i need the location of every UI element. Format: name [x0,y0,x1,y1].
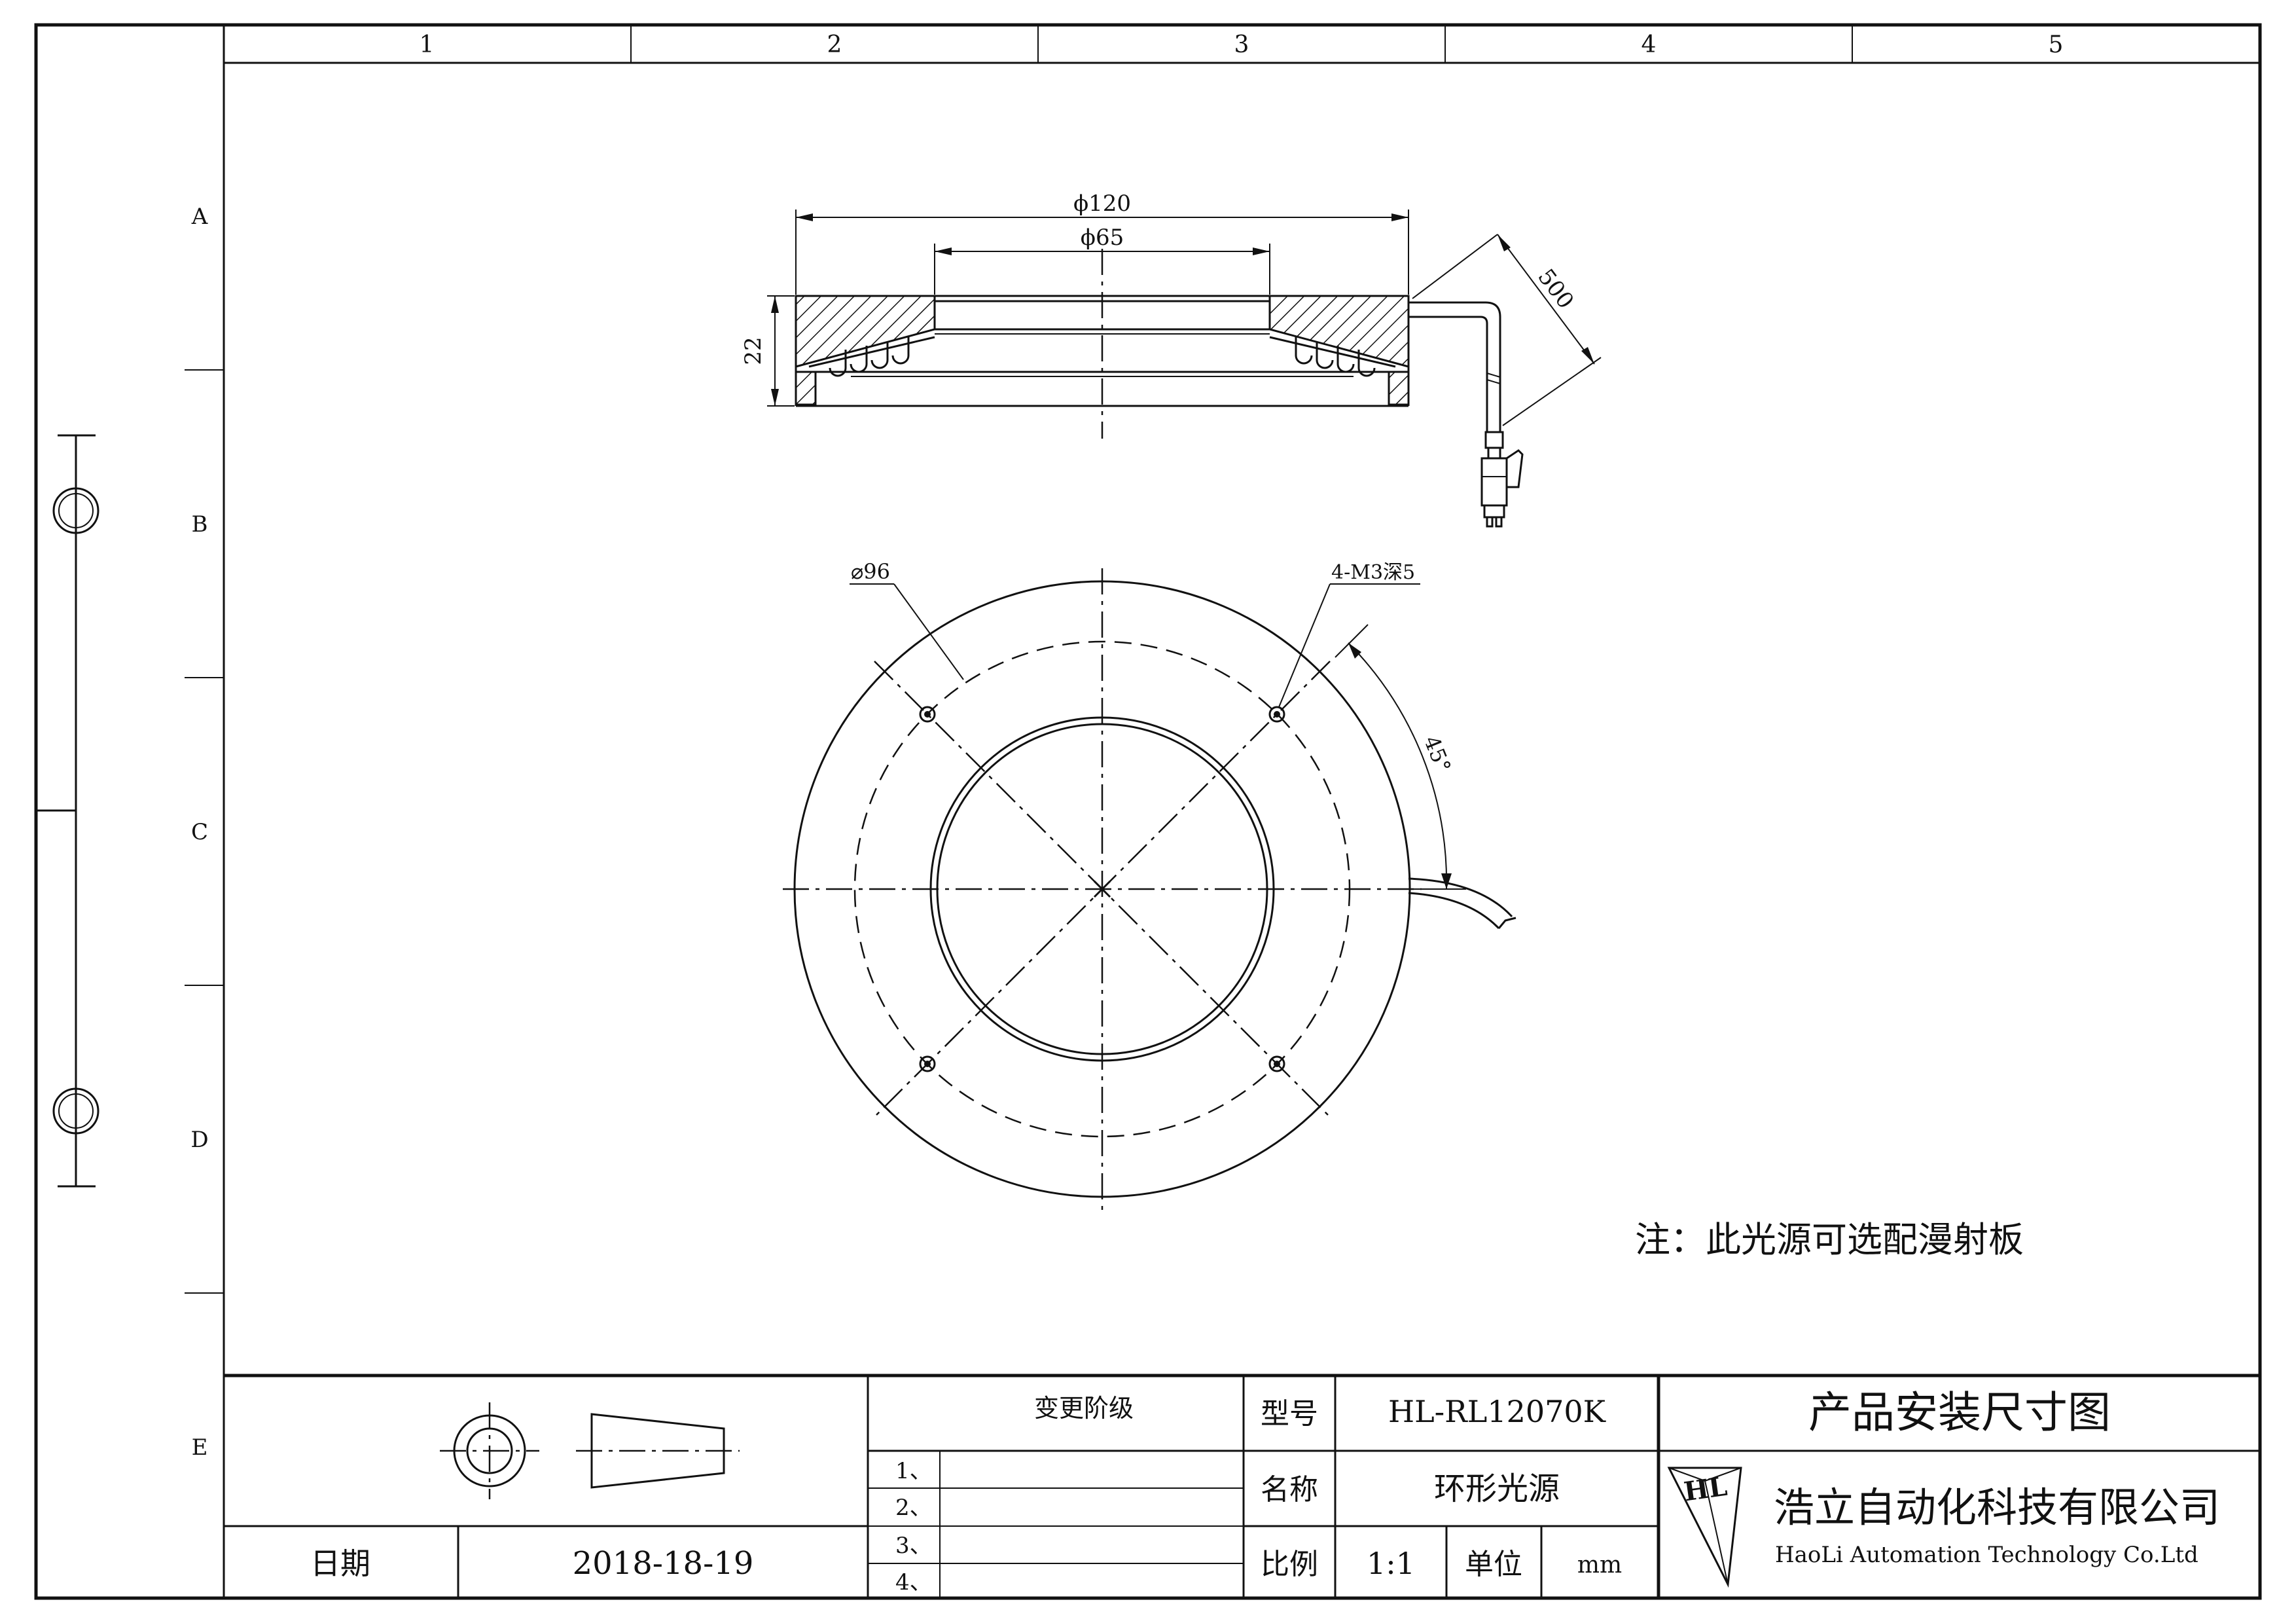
zone-column-strip: 1 2 3 4 5 [223,25,2064,63]
title-block: 变更阶级 1、 2、 3、 4、 型号 HL-RL12070K 名称 环形光源 … [224,1374,2260,1598]
angle-arc [1348,642,1448,890]
zone-row-label: E [192,1434,208,1461]
drawing-title: 产品安装尺寸图 [1808,1387,2111,1438]
mounting-hole [1268,706,1285,723]
company-name-en: HaoLi Automation Technology Co.Ltd [1775,1542,2198,1568]
revision-row-label: 4、 [895,1569,932,1596]
date-label: 日期 [310,1546,370,1581]
unit-label: 单位 [1465,1548,1522,1581]
hole-circle-dimension: ⌀96 [851,559,890,584]
height-dimension: 22 [740,337,766,365]
left-section-hatch [795,295,936,368]
outer-diameter-dimension: ϕ120 [1073,191,1131,217]
zone-column-label: 5 [2049,31,2064,58]
zone-column-label: 3 [1234,31,1249,58]
date-value: 2018-18-19 [573,1545,754,1582]
zone-row-label: C [191,819,208,845]
angle-dimension: 45° [1419,732,1456,776]
name-value: 环形光源 [1434,1470,1560,1507]
binding-hole [52,1087,99,1135]
model-value: HL-RL12070K [1388,1394,1607,1429]
binding-holes [36,434,99,1188]
name-label: 名称 [1261,1473,1318,1506]
zone-column-label: 2 [827,31,842,58]
binding-hole [52,487,99,534]
mounting-hole [919,1055,936,1072]
mounting-hole [919,706,936,723]
right-section-hatch [1268,295,1410,368]
company-logo: HL [1667,1467,1742,1588]
scale-label: 比例 [1261,1548,1318,1581]
cable-exit [1408,877,1513,918]
cable-length-dimension: 500 [1532,264,1579,314]
mounting-hole [1268,1055,1285,1072]
inner-diameter-dimension: ϕ65 [1081,225,1124,251]
zone-column-label: 1 [420,31,435,58]
scale-value: 1:1 [1367,1546,1415,1581]
zone-row-label: A [191,204,208,230]
zone-column-label: 4 [1641,31,1657,58]
cable-connector [1480,431,1524,528]
holes-callout: 4-M3深5 [1331,561,1415,584]
logo-lettering: HL [1682,1471,1729,1508]
drawing-frame [223,62,2261,1599]
revision-row-label: 3、 [895,1533,932,1559]
sheet-border [34,23,2262,1600]
company-name-cn: 浩立自动化科技有限公司 [1774,1484,2220,1531]
zone-row-strip: A B C D E [185,204,224,1461]
diffuser-note: 注：此光源可选配漫射板 [1635,1219,2024,1260]
cable [1408,301,1501,432]
projection-symbol [440,1402,740,1499]
zone-row-label: B [192,511,208,538]
unit-value: mm [1577,1552,1622,1578]
front-plan-view: ⌀96 4-M3深5 45° [783,559,1516,1210]
revision-row-label: 2、 [895,1495,932,1521]
revision-row-label: 1、 [895,1458,932,1484]
zone-row-label: D [190,1127,208,1153]
revision-header: 变更阶级 [1034,1394,1134,1423]
model-label: 型号 [1261,1397,1318,1431]
side-section-view: ϕ120 ϕ65 22 [740,191,1602,528]
